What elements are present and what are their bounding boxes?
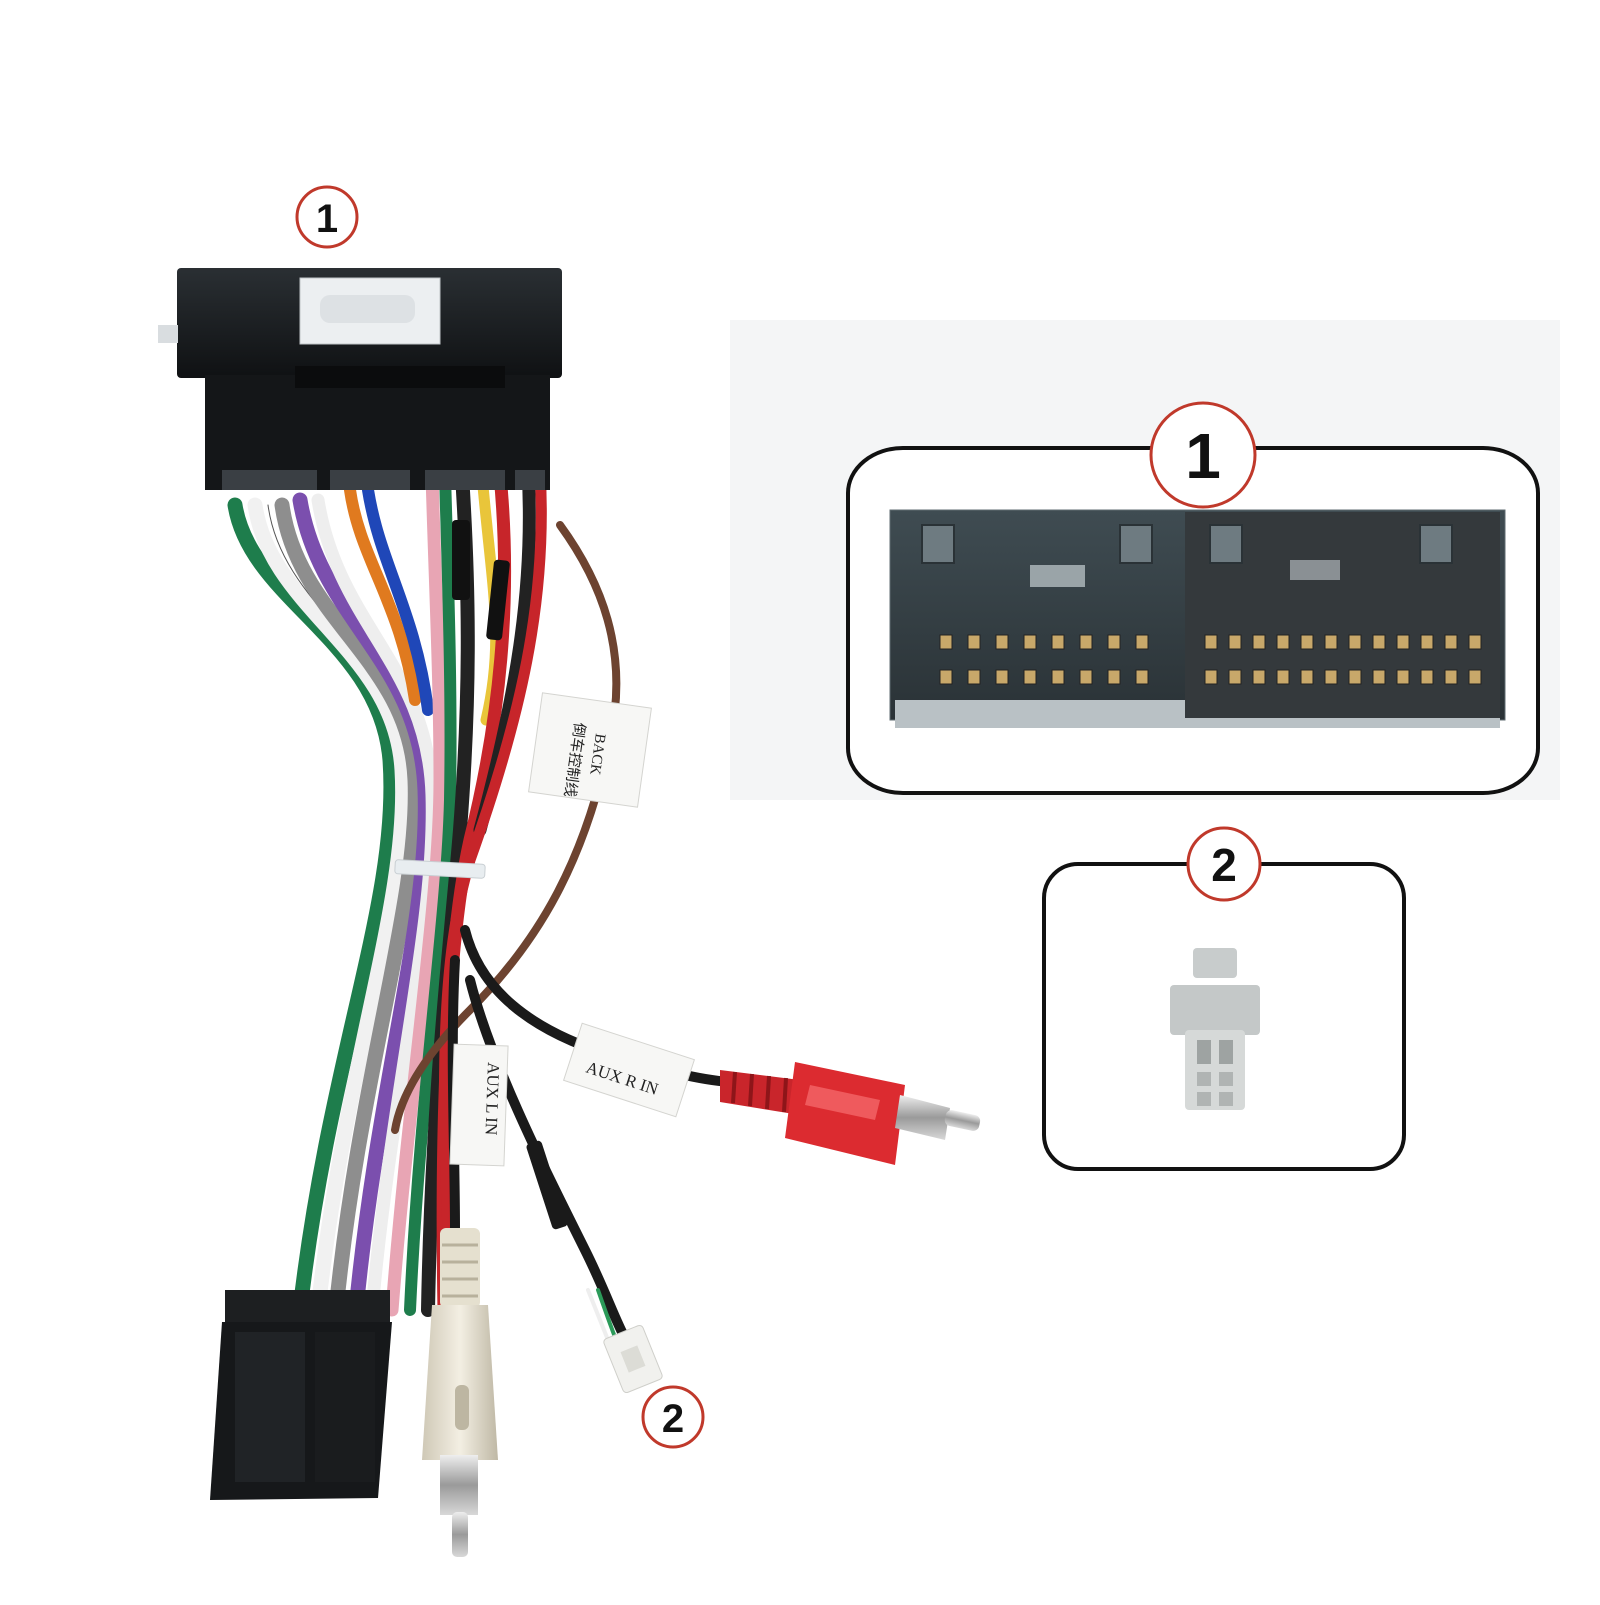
connector-pin [1023,634,1037,650]
connector-pin [1252,634,1266,650]
wire-bundle [227,463,735,1347]
back-label-line1: BACK [586,732,608,776]
connector-pin [1228,669,1242,685]
connector-pin [939,634,953,650]
connector-pin [995,634,1009,650]
connector-pin [1348,634,1362,650]
callout-panel2-number: 2 [1211,839,1237,891]
connector-pin [1051,634,1065,650]
connector-pin [1107,669,1121,685]
connector-pin [1348,669,1362,685]
connector-pin [1468,634,1482,650]
connector-pin [1079,634,1093,650]
connector-pin [1444,634,1458,650]
callout-panel1: 1 [1149,401,1257,509]
connector-pin [1468,669,1482,685]
connector-pin [1324,634,1338,650]
connector-pin [1252,669,1266,685]
heat-shrink [526,1140,568,1230]
callout-bottom-small-number: 2 [662,1397,684,1441]
iso-connector [210,1290,392,1500]
aux-l-label: AUX L IN [449,1043,509,1167]
connector-pin [967,669,981,685]
connector-pin [1023,669,1037,685]
blurred-label [320,295,415,323]
connector-pin [1051,669,1065,685]
connector-pin [1204,669,1218,685]
aux-l-rca-plug [422,1228,498,1557]
connector-pin [1276,669,1290,685]
connector-pin [939,669,953,685]
connector-pin [1324,669,1338,685]
connector-pin [1204,634,1218,650]
connector-pin [1276,634,1290,650]
connector-pin [1107,634,1121,650]
callout-bottom-small: 2 [641,1385,705,1449]
aux-r-rca-plug [720,1062,981,1165]
main-connector [158,268,562,490]
connector-pin [1396,669,1410,685]
connector-pin [1135,634,1149,650]
callout-panel2: 2 [1186,826,1262,902]
connector-pin [1079,669,1093,685]
connector-pin [1135,669,1149,685]
back-wire-label: BACK 倒车控制线 [528,692,652,808]
callout-panel1-number: 1 [1185,420,1221,492]
connector-pin [1372,669,1386,685]
aux-l-label-text: AUX L IN [481,1062,503,1136]
connector-pin [1420,634,1434,650]
connector-pin [967,634,981,650]
panel-2 [1042,862,1406,1171]
small-connector-closeup [1170,948,1260,1110]
connector-pin [1228,634,1242,650]
heat-shrink [452,520,470,600]
connector-pin [1396,634,1410,650]
callout-top-main: 1 [295,185,359,249]
panel-1 [730,320,1560,800]
aux-r-label: AUX R IN [562,1022,696,1118]
connector-pin [1372,634,1386,650]
connector-pin [995,669,1009,685]
callout-top-main-number: 1 [316,197,338,241]
connector-pin [1300,669,1314,685]
connector-pin [1444,669,1458,685]
small-connector [603,1324,663,1394]
cable-tie [394,859,486,879]
heat-shrink [486,559,510,641]
connector-pin [1300,634,1314,650]
connector-pin [1420,669,1434,685]
